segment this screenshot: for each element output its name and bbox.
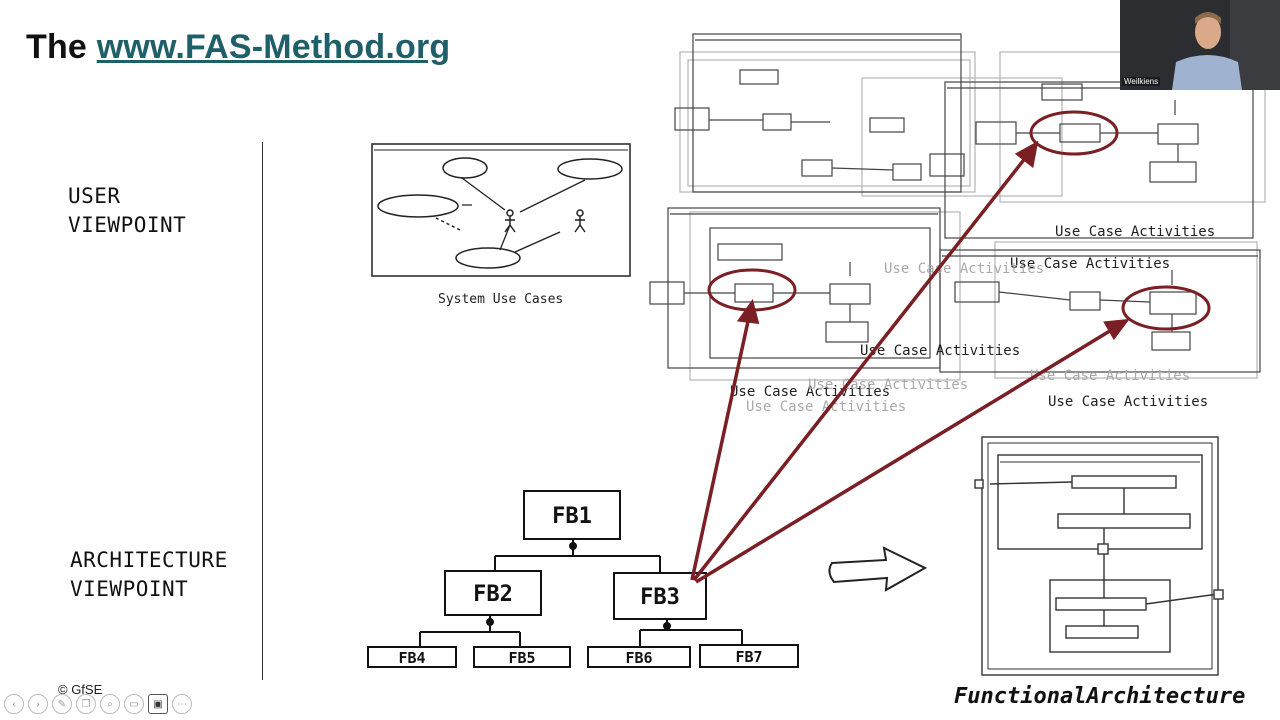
presenter-webcam: Weilkiens: [1120, 0, 1280, 90]
title-prefix: The: [26, 28, 97, 66]
copy-icon[interactable]: ❐: [76, 694, 96, 714]
presenter-name: Weilkiens: [1122, 77, 1161, 86]
use-case-activities-label: Use Case Activities: [1048, 394, 1208, 410]
architecture-viewpoint-label: ARCHITECTURE VIEWPOINT: [70, 548, 228, 601]
highlighted-action: [1121, 285, 1211, 331]
viewpoint-divider: [262, 142, 263, 680]
trace-arrows: [690, 140, 1130, 584]
presenter-avatar: [1120, 0, 1280, 90]
use-case-activities-label: Use Case Activities: [1055, 224, 1215, 240]
highlighted-action: [1029, 110, 1119, 156]
camera-icon[interactable]: ▣: [148, 694, 168, 714]
trace-arrow: [692, 150, 1032, 582]
use-case-activities-label-faded: Use Case Activities: [808, 377, 968, 393]
trace-arrowhead: [1103, 318, 1130, 341]
block-fb5: [473, 646, 571, 668]
prev-icon[interactable]: ‹: [4, 694, 24, 714]
use-case-activities-label: Use Case Activities: [1010, 256, 1170, 272]
slide-title: The www.FAS-Method.org: [26, 28, 450, 67]
functional-architecture-diagram: [974, 436, 1224, 676]
trace-arrowhead: [1014, 140, 1039, 169]
transform-arrow-icon: [828, 546, 928, 592]
more-icon[interactable]: ⋯: [172, 694, 192, 714]
fb1-label: FB1: [552, 504, 592, 529]
presentation-toolbar: ‹ › ✎ ❐ ⌕ ▭ ▣ ⋯: [4, 694, 192, 714]
zoom-icon[interactable]: ⌕: [100, 694, 120, 714]
system-use-cases-label: System Use Cases: [438, 292, 563, 307]
trace-arrow: [690, 311, 752, 581]
block-fb2: [444, 570, 542, 616]
use-case-activities-label-faded: Use Case Activities: [746, 399, 906, 415]
user-viewpoint-label: USER VIEWPOINT: [68, 184, 187, 237]
functional-architecture-label: FunctionalArchitecture: [954, 684, 1245, 709]
fb2-label: FB2: [473, 582, 513, 607]
use-case-activities-label-faded: Use Case Activities: [1030, 368, 1190, 384]
fb6-label: FB6: [625, 649, 652, 667]
fb7-label: FB7: [735, 648, 762, 666]
functional-block-tree: [367, 490, 799, 668]
next-icon[interactable]: ›: [28, 694, 48, 714]
fb3-label: FB3: [640, 585, 680, 610]
use-case-activities-label-faded: Use Case Activities: [884, 261, 1044, 277]
fas-method-link[interactable]: www.FAS-Method.org: [96, 28, 451, 66]
trace-arrowhead: [736, 298, 760, 325]
use-case-activities-label: Use Case Activities: [730, 384, 890, 400]
block-fb7: [699, 644, 799, 668]
block-fb4: [367, 646, 457, 668]
use-case-activities-label: Use Case Activities: [860, 343, 1020, 359]
trace-arrow: [695, 324, 1119, 584]
screen-icon[interactable]: ▭: [124, 694, 144, 714]
fb4-label: FB4: [398, 649, 425, 667]
pen-icon[interactable]: ✎: [52, 694, 72, 714]
copyright: © GfSE: [58, 682, 103, 697]
system-use-case-diagram: [371, 143, 631, 277]
fb5-label: FB5: [508, 649, 535, 667]
